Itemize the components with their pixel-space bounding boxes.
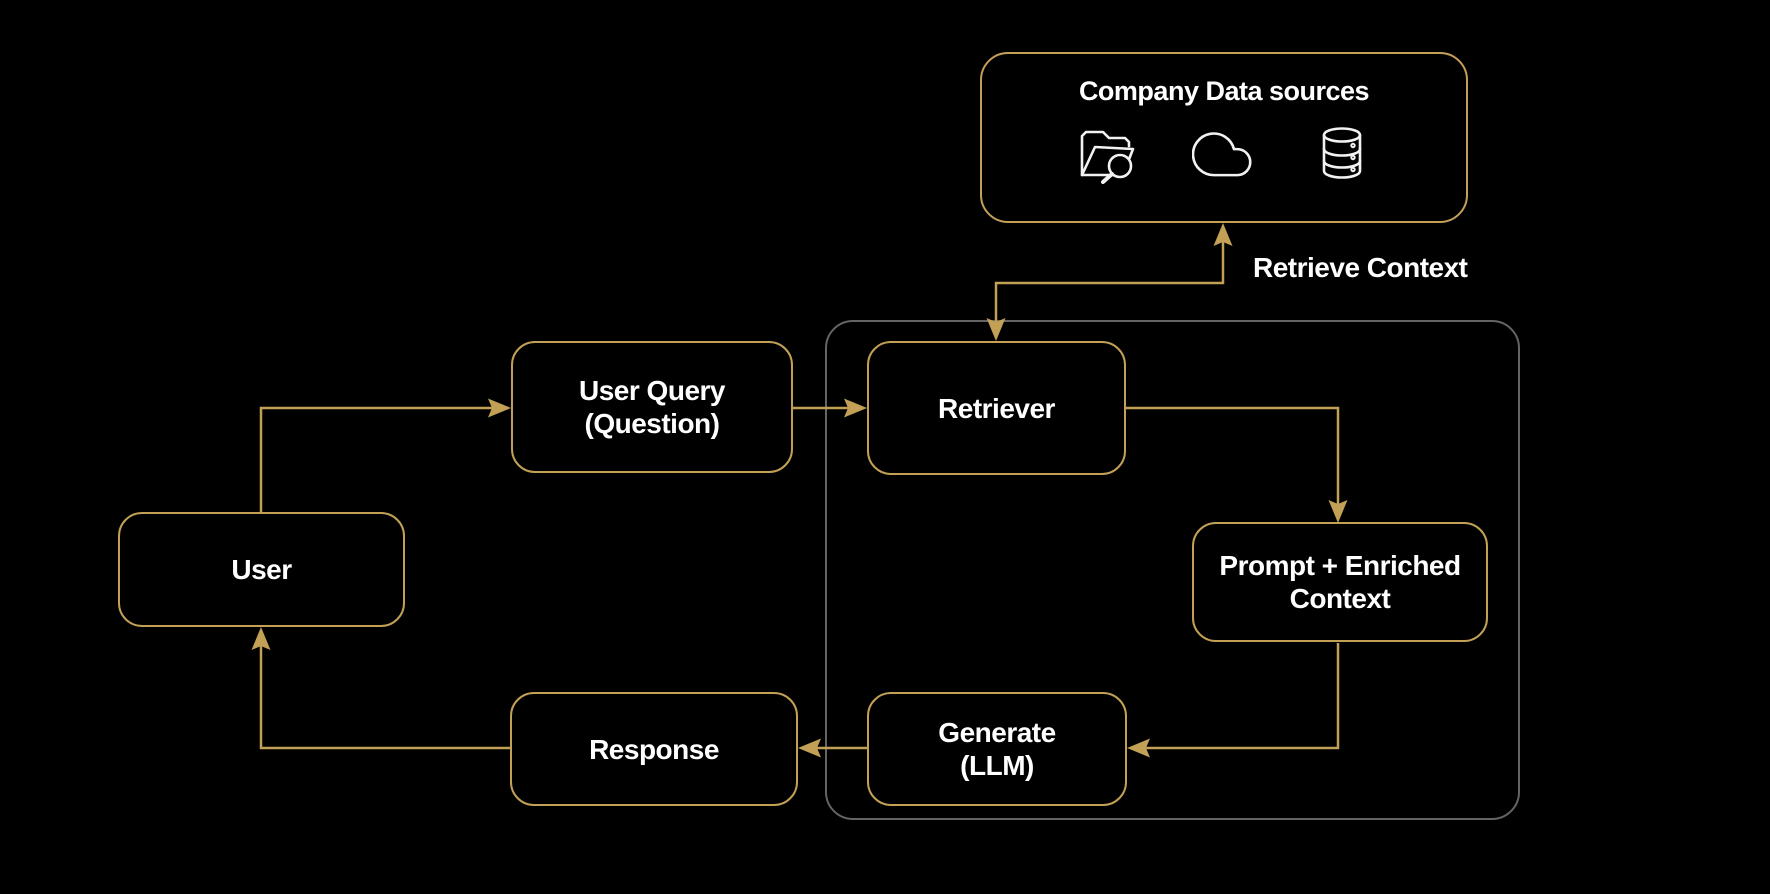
node-response: Response <box>510 692 798 806</box>
node-generate-llm: Generate (LLM) <box>867 692 1127 806</box>
node-user-query: User Query (Question) <box>511 341 793 473</box>
arrowhead-into-response <box>798 738 821 758</box>
company-data-sources-title: Company Data sources <box>1078 76 1370 106</box>
edge-user-to-query <box>259 406 492 512</box>
arrowhead-into-user-query <box>488 398 511 418</box>
database-icon <box>1322 127 1362 179</box>
company-data-sources-box: Company Data sources <box>980 52 1468 223</box>
retrieve-context-label: Retrieve Context <box>1253 252 1468 283</box>
node-user: User <box>118 512 405 627</box>
arrowhead-into-data-sources <box>1213 223 1233 246</box>
node-prompt-enriched-context: Prompt + Enriched Context <box>1192 522 1488 642</box>
folder-search-icon <box>1080 130 1135 184</box>
node-retriever: Retriever <box>867 341 1126 475</box>
cloud-icon <box>1192 120 1256 184</box>
edge-retrieve-context <box>994 242 1225 322</box>
edge-response-to-user <box>259 646 510 750</box>
arrowhead-into-user <box>251 627 271 650</box>
data-source-icons-row <box>1074 120 1374 184</box>
